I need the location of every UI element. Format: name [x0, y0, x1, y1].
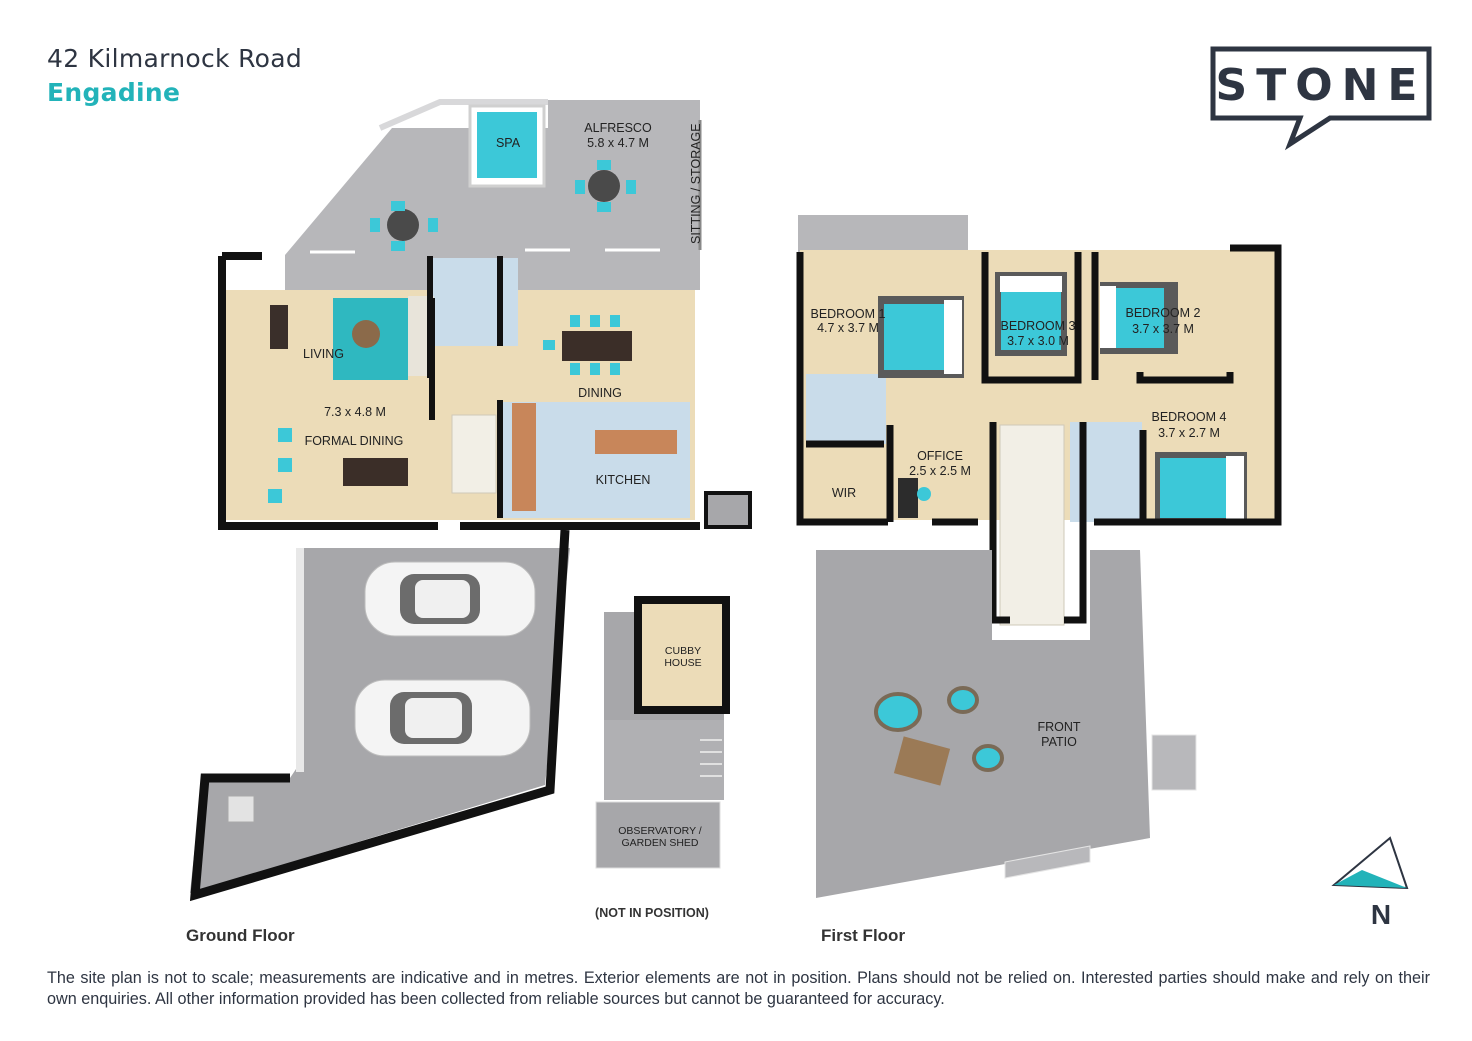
label-cubby-2: HOUSE	[664, 657, 701, 669]
label-bedroom3-size: 3.7 x 3.0 M	[1007, 334, 1069, 348]
bed-bedroom1	[878, 296, 964, 378]
not-in-position-note: (NOT IN POSITION)	[595, 906, 709, 920]
spa-water	[477, 112, 537, 178]
property-address: 42 Kilmarnock Road	[47, 44, 302, 73]
label-front-patio-2: PATIO	[1041, 735, 1077, 749]
label-living-size: 7.3 x 4.8 M	[324, 405, 386, 419]
cubby-house	[634, 596, 730, 714]
label-alfresco-size: 5.8 x 4.7 M	[587, 136, 649, 150]
first-floor-walls	[796, 244, 1282, 624]
office-chair	[917, 487, 931, 501]
garage-utility-box	[227, 795, 255, 823]
observatory-garden-shed	[595, 801, 721, 869]
ground-floor-plan: SPA ALFRESCO 5.8 x 4.7 M SITTING / STORA…	[186, 99, 703, 945]
dining-table	[562, 331, 632, 361]
north-compass-icon: N	[1331, 836, 1409, 930]
alfresco-table-right	[575, 160, 636, 212]
bed-bedroom3	[995, 272, 1067, 356]
stone-logo: STONE	[1210, 46, 1432, 151]
ground-outer-walls	[218, 252, 700, 530]
tv-unit	[270, 305, 288, 349]
label-kitchen: KITCHEN	[596, 473, 651, 487]
patio-steps	[1151, 734, 1197, 791]
front-patio	[816, 550, 1150, 898]
alfresco-deck	[285, 100, 700, 290]
alfresco-table-left	[370, 201, 438, 251]
label-living: LIVING	[303, 347, 344, 361]
wir-floor	[806, 444, 884, 518]
disclaimer-text: The site plan is not to scale; measureme…	[47, 969, 1430, 1008]
ground-bathroom	[432, 258, 518, 346]
label-bedroom1-size: 4.7 x 3.7 M	[817, 321, 879, 335]
small-outdoor-wc	[704, 491, 752, 529]
label-cubby-1: CUBBY	[665, 645, 701, 657]
kitchen-island	[595, 430, 677, 454]
compass-north-label: N	[1371, 899, 1391, 930]
ground-floor-label: Ground Floor	[186, 926, 295, 945]
label-sitting-storage: SITTING / STORAGE	[689, 123, 703, 244]
alfresco-glass-doors	[310, 248, 660, 254]
garage-wall	[189, 529, 570, 902]
label-alfresco: ALFRESCO	[584, 121, 652, 135]
label-bedroom4-size: 3.7 x 2.7 M	[1158, 426, 1220, 440]
property-suburb: Engadine	[47, 78, 181, 107]
label-bedroom2: BEDROOM 2	[1125, 306, 1200, 320]
ground-stairs	[451, 414, 497, 494]
label-office-size: 2.5 x 2.5 M	[909, 464, 971, 478]
formal-dining-table	[343, 458, 408, 486]
label-bedroom3: BEDROOM 3	[1000, 319, 1075, 333]
label-office: OFFICE	[917, 449, 963, 463]
label-spa: SPA	[496, 136, 521, 150]
bed-bedroom4	[1155, 452, 1247, 524]
label-shed-1: OBSERVATORY /	[618, 825, 702, 837]
label-dining: DINING	[578, 386, 622, 400]
outbuildings-plan: CUBBY HOUSE OBSERVATORY / GARDEN SHED (N…	[595, 491, 752, 920]
first-floor-plan: BEDROOM 1 4.7 x 3.7 M BEDROOM 3 3.7 x 3.…	[796, 215, 1282, 945]
label-bedroom4: BEDROOM 4	[1151, 410, 1226, 424]
car-top	[364, 561, 536, 637]
bed-bedroom2	[1100, 282, 1178, 354]
label-bedroom2-size: 3.7 x 3.7 M	[1132, 322, 1194, 336]
label-bedroom1: BEDROOM 1	[810, 307, 885, 321]
label-shed-2: GARDEN SHED	[621, 837, 698, 849]
label-front-patio-1: FRONT	[1037, 720, 1080, 734]
first-floor-label: First Floor	[821, 926, 905, 945]
car-bottom	[354, 679, 531, 757]
kitchen-bench-left	[512, 403, 536, 511]
patio-furniture	[874, 686, 1004, 786]
logo-text: STONE	[1216, 60, 1427, 111]
ensuite	[806, 374, 886, 444]
office-desk	[898, 478, 918, 518]
coffee-table	[352, 320, 380, 348]
label-wir: WIR	[832, 486, 856, 500]
first-floor-stairs	[999, 424, 1065, 626]
label-formal-dining: FORMAL DINING	[305, 434, 404, 448]
